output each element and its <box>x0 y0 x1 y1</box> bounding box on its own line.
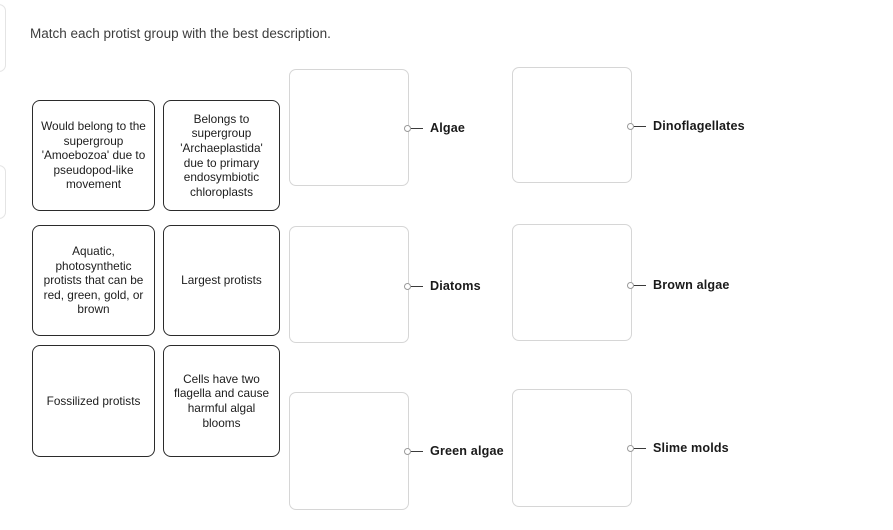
connector-stem-icon <box>634 447 646 449</box>
description-card-archaeplastida[interactable]: Belongs to supergroup 'Archaeplastida' d… <box>163 100 280 211</box>
dropzone-algae[interactable] <box>289 69 409 186</box>
dropzone-diatoms[interactable] <box>289 226 409 343</box>
connector-ring-icon <box>404 282 411 290</box>
description-card-amoebozoa[interactable]: Would belong to the supergroup 'Amoebozo… <box>32 100 155 211</box>
dropzone-brown-algae[interactable] <box>512 224 632 341</box>
connector-algae: Algae <box>404 120 465 136</box>
connector-stem-icon <box>634 284 646 286</box>
connector-brown-algae: Brown algae <box>627 277 730 293</box>
connector-dinoflagellates: Dinoflagellates <box>627 118 745 134</box>
dropzone-slime-molds[interactable] <box>512 389 632 507</box>
connector-stem-icon <box>411 450 423 452</box>
answer-label-green-algae: Green algae <box>430 444 504 458</box>
answer-label-diatoms: Diatoms <box>430 279 481 293</box>
answer-label-brown-algae: Brown algae <box>653 278 730 292</box>
connector-diatoms: Diatoms <box>404 278 481 294</box>
connector-slime-molds: Slime molds <box>627 440 729 456</box>
dropzone-green-algae[interactable] <box>289 392 409 510</box>
offscreen-card-bottom <box>0 165 6 219</box>
connector-stem-icon <box>634 125 646 127</box>
offscreen-card-top <box>0 4 6 72</box>
question-prompt: Match each protist group with the best d… <box>30 26 331 41</box>
description-card-fossilized[interactable]: Fossilized protists <box>32 345 155 457</box>
answer-label-algae: Algae <box>430 121 466 135</box>
connector-stem-icon <box>411 127 423 129</box>
answer-label-slime-molds: Slime molds <box>653 441 729 455</box>
connector-ring-icon <box>404 447 411 455</box>
connector-ring-icon <box>404 124 411 132</box>
connector-ring-icon <box>627 281 634 289</box>
connector-stem-icon <box>411 285 423 287</box>
connector-green-algae: Green algae <box>404 443 504 459</box>
connector-ring-icon <box>627 444 634 452</box>
description-card-aquatic[interactable]: Aquatic, photosynthetic protists that ca… <box>32 225 155 336</box>
connector-ring-icon <box>627 122 634 130</box>
answer-label-dinoflagellates: Dinoflagellates <box>653 119 745 133</box>
description-card-flagella[interactable]: Cells have two flagella and cause harmfu… <box>163 345 280 457</box>
dropzone-dinoflagellates[interactable] <box>512 67 632 183</box>
description-card-largest[interactable]: Largest protists <box>163 225 280 336</box>
